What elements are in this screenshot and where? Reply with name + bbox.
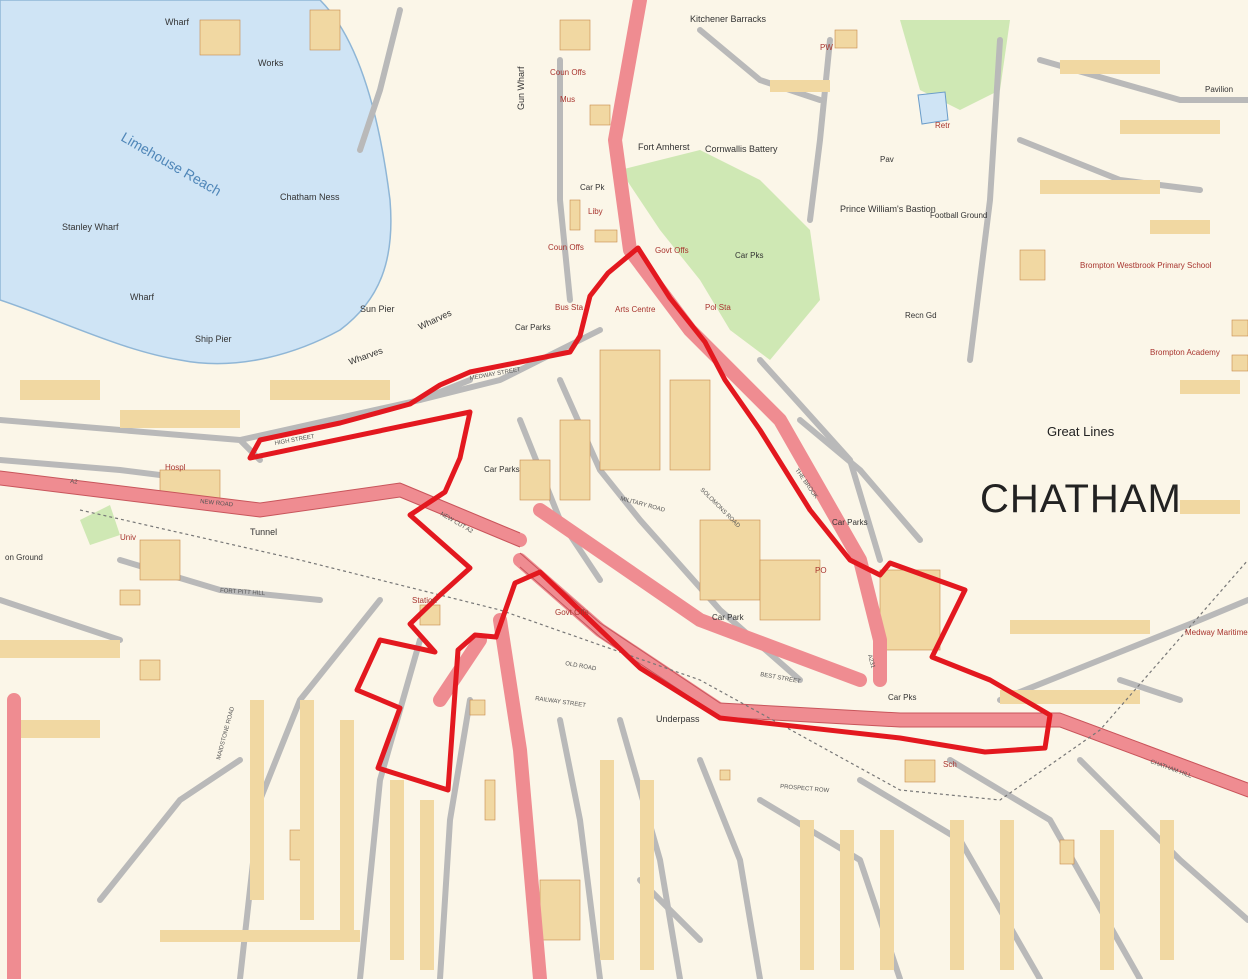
poi-govt-offs-2: Govt Offs (555, 608, 589, 617)
terrace-housing (0, 60, 1240, 970)
road-label-maidstone-road: MAIDSTONE ROAD (216, 706, 236, 761)
great-lines-green (900, 20, 1010, 110)
road-label-old-road: OLD ROAD (565, 661, 598, 672)
poi-car-parks-2: Car Parks (484, 465, 520, 474)
place-works: Works (258, 58, 284, 68)
poi-bus-sta: Bus Sta (555, 303, 584, 312)
place-tunnel: Tunnel (250, 527, 277, 537)
poi-car-park: Car Park (712, 613, 745, 622)
road-a230 (493, 613, 547, 979)
poi-sch: Sch (943, 760, 957, 769)
railway-line (79, 509, 1248, 801)
place-recn-gd: Recn Gd (905, 311, 937, 320)
reservoir (917, 91, 949, 125)
road-best-street (533, 503, 867, 687)
poi-pw: PW (820, 43, 833, 52)
road-sw (433, 633, 487, 707)
study-area-boundary (247, 245, 1053, 793)
poi-coun-offs: Coun Offs (550, 68, 586, 77)
place-wharves-1: Wharves (347, 345, 384, 367)
place-sun-pier: Sun Pier (360, 304, 395, 314)
poi-mus: Mus (560, 95, 575, 104)
place-football-ground: Football Ground (930, 211, 987, 220)
poi-pol-sta: Pol Sta (705, 303, 731, 312)
poi-retr: Retr (935, 121, 950, 130)
poi-car-parks: Car Parks (515, 323, 551, 332)
poi-car-pk: Car Pk (580, 183, 605, 192)
place-cornwallis-battery: Cornwallis Battery (705, 144, 778, 154)
poi-car-pks-2: Car Pks (888, 693, 916, 702)
poi-liby: Liby (588, 207, 603, 216)
place-wharf-2: Wharf (130, 292, 155, 302)
poi-govt-offs: Govt Offs (655, 246, 689, 255)
place-fort-amherst: Fort Amherst (638, 142, 690, 152)
buildings (119, 9, 1248, 941)
fort-amherst-green (620, 150, 820, 360)
town-label: CHATHAM (980, 477, 1182, 521)
poi-car-parks-3: Car Parks (832, 518, 868, 527)
major-road-edges (0, 470, 1248, 798)
road-label-a231: A231 (866, 654, 876, 670)
road-label-fort-pitt-hill: FORT PITT HILL (220, 588, 266, 597)
place-rec-ground-left: on Ground (5, 553, 43, 562)
road-label-railway-street: RAILWAY STREET (535, 696, 587, 709)
road-label-new-road: NEW ROAD (200, 499, 234, 508)
place-underpass: Underpass (656, 714, 700, 724)
road-a2-new-road-west (0, 471, 527, 547)
place-brompton-westbrook: Brompton Westbrook Primary School (1080, 261, 1212, 270)
green-strip-west (80, 505, 120, 545)
poi-car-pks: Car Pks (735, 251, 763, 260)
place-stanley-wharf: Stanley Wharf (62, 222, 119, 232)
road-label-a2: A2 (70, 479, 79, 486)
poi-arts-centre: Arts Centre (615, 305, 656, 314)
place-prince-williams-bastion: Prince William's Bastion (840, 204, 936, 214)
place-brompton-academy: Brompton Academy (1150, 348, 1220, 357)
place-wharf-1: Wharf (165, 17, 190, 27)
poi-pav: Pav (880, 155, 894, 164)
poi-po: PO (815, 566, 827, 575)
place-ship-pier: Ship Pier (195, 334, 232, 344)
place-kitchener-barracks: Kitchener Barracks (690, 14, 767, 24)
place-chatham-ness: Chatham Ness (280, 192, 340, 202)
place-medway-hospital: Medway Maritime Hospital (1185, 628, 1248, 637)
road-label-prospect-row: PROSPECT ROW (780, 784, 830, 794)
place-pavilion: Pavilion (1205, 85, 1233, 94)
place-station: Station (412, 596, 437, 605)
place-gun-wharf: Gun Wharf (516, 66, 526, 110)
poi-hospl: Hospl (165, 463, 186, 472)
road-a231 (608, 0, 887, 687)
place-wharves-2: Wharves (417, 308, 454, 332)
place-univ: Univ (120, 533, 136, 542)
poi-coun-offs-2: Coun Offs (548, 243, 584, 252)
area-label-great-lines: Great Lines (1047, 424, 1115, 439)
